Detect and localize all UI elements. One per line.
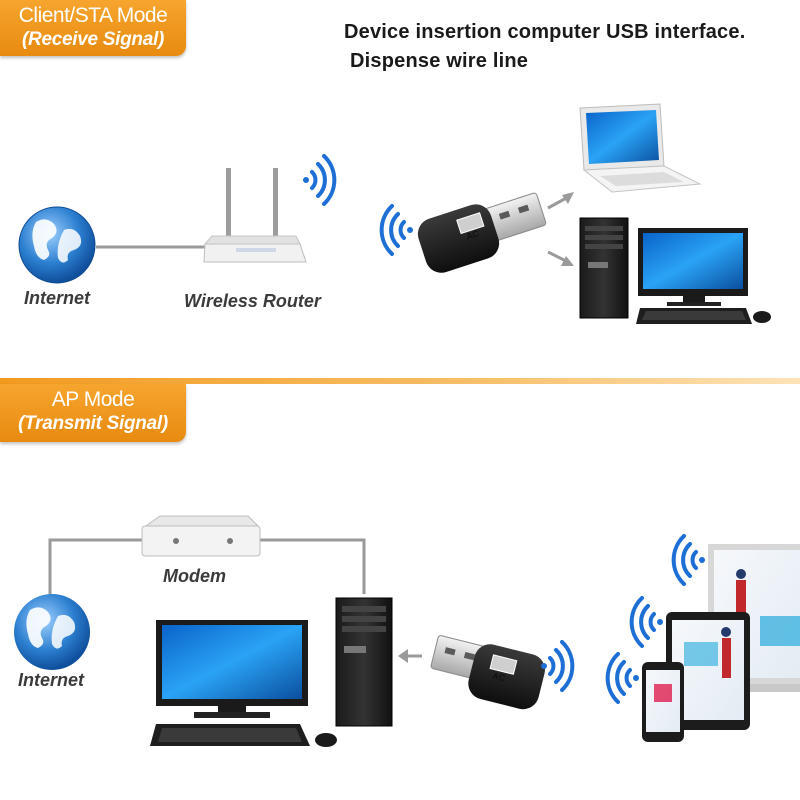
section-divider	[0, 378, 800, 384]
client-mode-panel: AC	[0, 0, 800, 378]
monitor-icon	[156, 620, 308, 718]
keyboard-icon	[150, 724, 310, 746]
globe-icon	[18, 206, 96, 284]
client-mode-badge: Client/STA Mode (Receive Signal)	[0, 0, 186, 56]
smartphone-icon	[642, 662, 684, 742]
wifi-icon	[303, 154, 337, 206]
client-mode-subtitle: (Receive Signal)	[22, 29, 164, 50]
mouse-icon	[315, 733, 337, 747]
adapter-label: AC	[465, 228, 481, 242]
mouse-icon	[753, 311, 771, 323]
internet-label: Internet	[24, 288, 91, 308]
adapter-label: AC	[491, 670, 507, 683]
desktop-tower-icon	[335, 597, 393, 727]
ap-mode-subtitle: (Transmit Signal)	[18, 413, 168, 434]
wifi-icon	[671, 534, 705, 586]
globe-icon	[14, 594, 90, 670]
network-cable	[48, 538, 366, 594]
modem-label: Modem	[163, 566, 226, 586]
usb-caption-line1: Device insertion computer USB interface.	[344, 21, 746, 43]
usb-adapter-icon	[430, 635, 545, 710]
router-label: Wireless Router	[184, 291, 321, 311]
modem-icon	[141, 515, 261, 557]
usb-adapter-icon	[417, 192, 547, 273]
usb-caption-line2: Dispense wire line	[350, 50, 529, 72]
arrow-icon	[398, 649, 422, 663]
ap-mode-diagram: AC	[14, 515, 800, 747]
desktop-tower-icon	[579, 217, 629, 319]
ap-mode-badge: AP Mode (Transmit Signal)	[0, 384, 186, 442]
wifi-icon	[605, 652, 639, 704]
arrow-icon	[547, 192, 574, 210]
internet-label: Internet	[18, 670, 85, 690]
router-icon	[203, 168, 307, 263]
laptop-icon	[579, 103, 702, 193]
arrow-icon	[547, 250, 574, 266]
wifi-icon	[541, 640, 575, 692]
client-mode-diagram: AC	[18, 103, 771, 324]
ap-mode-title: AP Mode	[51, 388, 135, 411]
wifi-icon	[379, 204, 413, 256]
wifi-icon	[629, 596, 663, 648]
keyboard-icon	[636, 308, 752, 324]
ap-mode-panel: AC	[0, 384, 800, 800]
monitor-icon	[638, 228, 748, 306]
client-mode-title: Client/STA Mode	[18, 4, 168, 27]
